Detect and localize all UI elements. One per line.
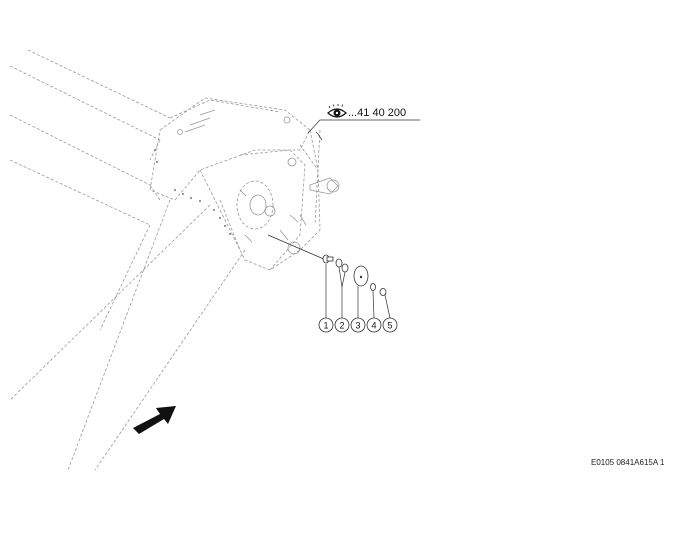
callout-3: 3 xyxy=(350,317,366,333)
callout-1: 1 xyxy=(318,317,334,333)
eye-icon xyxy=(327,104,347,118)
gearbox-assembly xyxy=(177,109,340,255)
svg-text:5: 5 xyxy=(387,321,392,331)
parts xyxy=(322,254,387,296)
svg-text:4: 4 xyxy=(371,321,376,331)
callout-5: 5 xyxy=(382,317,398,333)
leader-lines xyxy=(307,119,420,319)
callout-2: 2 xyxy=(334,317,350,333)
frame-rivets xyxy=(154,149,231,235)
drawing-code: E0105 0841A615A 1 xyxy=(591,458,665,467)
callout-bubbles: 1 2 3 4 5 xyxy=(318,317,398,333)
svg-text:1: 1 xyxy=(323,321,328,331)
part-1-bolt xyxy=(322,254,334,264)
part-3-disc xyxy=(353,265,369,287)
part-5-nut xyxy=(379,288,387,296)
reference-number: ...41 40 200 xyxy=(348,107,407,119)
part-4-washer xyxy=(370,283,376,291)
svg-text:3: 3 xyxy=(355,321,360,331)
frame-outline xyxy=(9,49,321,471)
svg-text:2: 2 xyxy=(339,321,344,331)
part-2-washer xyxy=(335,258,349,273)
callout-4: 4 xyxy=(366,317,382,333)
direction-arrow-icon xyxy=(133,406,176,434)
shaft-axis-line xyxy=(267,234,327,261)
